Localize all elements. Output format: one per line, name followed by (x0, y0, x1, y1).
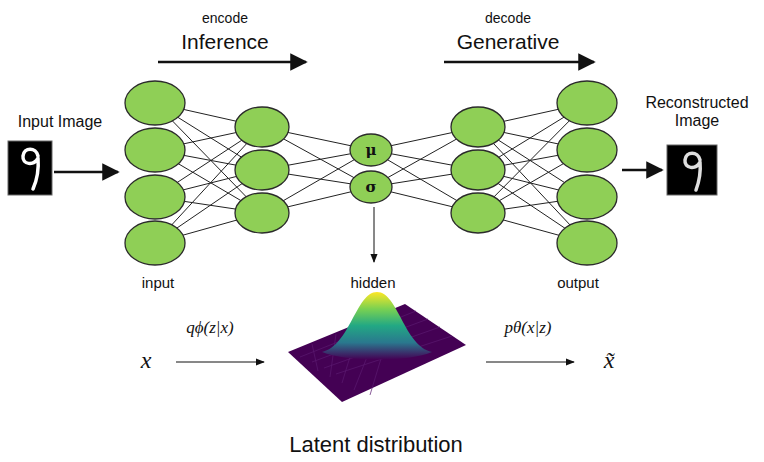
neuron-symbol: μ (366, 141, 377, 159)
text-label: decode (485, 10, 531, 26)
text-label: qϕ(z|x) (186, 318, 233, 338)
neuron (235, 150, 289, 190)
neuron (125, 221, 185, 265)
neuron (125, 175, 185, 219)
neuron (557, 175, 617, 219)
pointer-arrow (374, 207, 375, 262)
neuron-symbol: σ (365, 178, 376, 196)
neuron (451, 150, 505, 190)
text-label: output (557, 274, 599, 291)
neuron (557, 221, 617, 265)
text-label: input (142, 274, 175, 291)
latent-neuron: μ (349, 133, 393, 167)
neuron-ellipse (350, 171, 392, 203)
digit-image (667, 145, 717, 195)
text-label: Inference (181, 30, 269, 54)
mapping-arrow (176, 362, 264, 363)
digit-stroke (23, 149, 38, 189)
neuron (557, 128, 617, 172)
neuron-ellipse (350, 134, 392, 166)
digit-stroke (685, 153, 700, 190)
text-label: pθ(x|z) (504, 318, 551, 338)
text-label: Generative (457, 30, 560, 54)
neuron (451, 107, 505, 147)
text-label: encode (202, 10, 248, 26)
direction-arrow (444, 61, 594, 64)
network-connections (155, 103, 587, 243)
flow-arrow (54, 171, 118, 174)
text-label: x (141, 347, 152, 375)
digit-image (8, 141, 52, 195)
text-label: hidden (350, 274, 395, 291)
neuron (451, 193, 505, 233)
neuron (557, 81, 617, 125)
neuron (235, 193, 289, 233)
text-label: Latent distribution (289, 432, 463, 457)
direction-arrow (158, 61, 306, 64)
text-label: Reconstructed Image (637, 94, 757, 131)
neuron (125, 81, 185, 125)
flow-arrow (622, 169, 662, 172)
latent-neuron: σ (349, 170, 393, 204)
text-label: Input Image (18, 113, 103, 131)
gaussian-bump (322, 292, 432, 360)
neuron-layers (125, 81, 617, 265)
neuron (125, 128, 185, 172)
text-label: x̃ (604, 347, 615, 375)
neuron (235, 107, 289, 147)
mapping-arrow (486, 362, 574, 363)
